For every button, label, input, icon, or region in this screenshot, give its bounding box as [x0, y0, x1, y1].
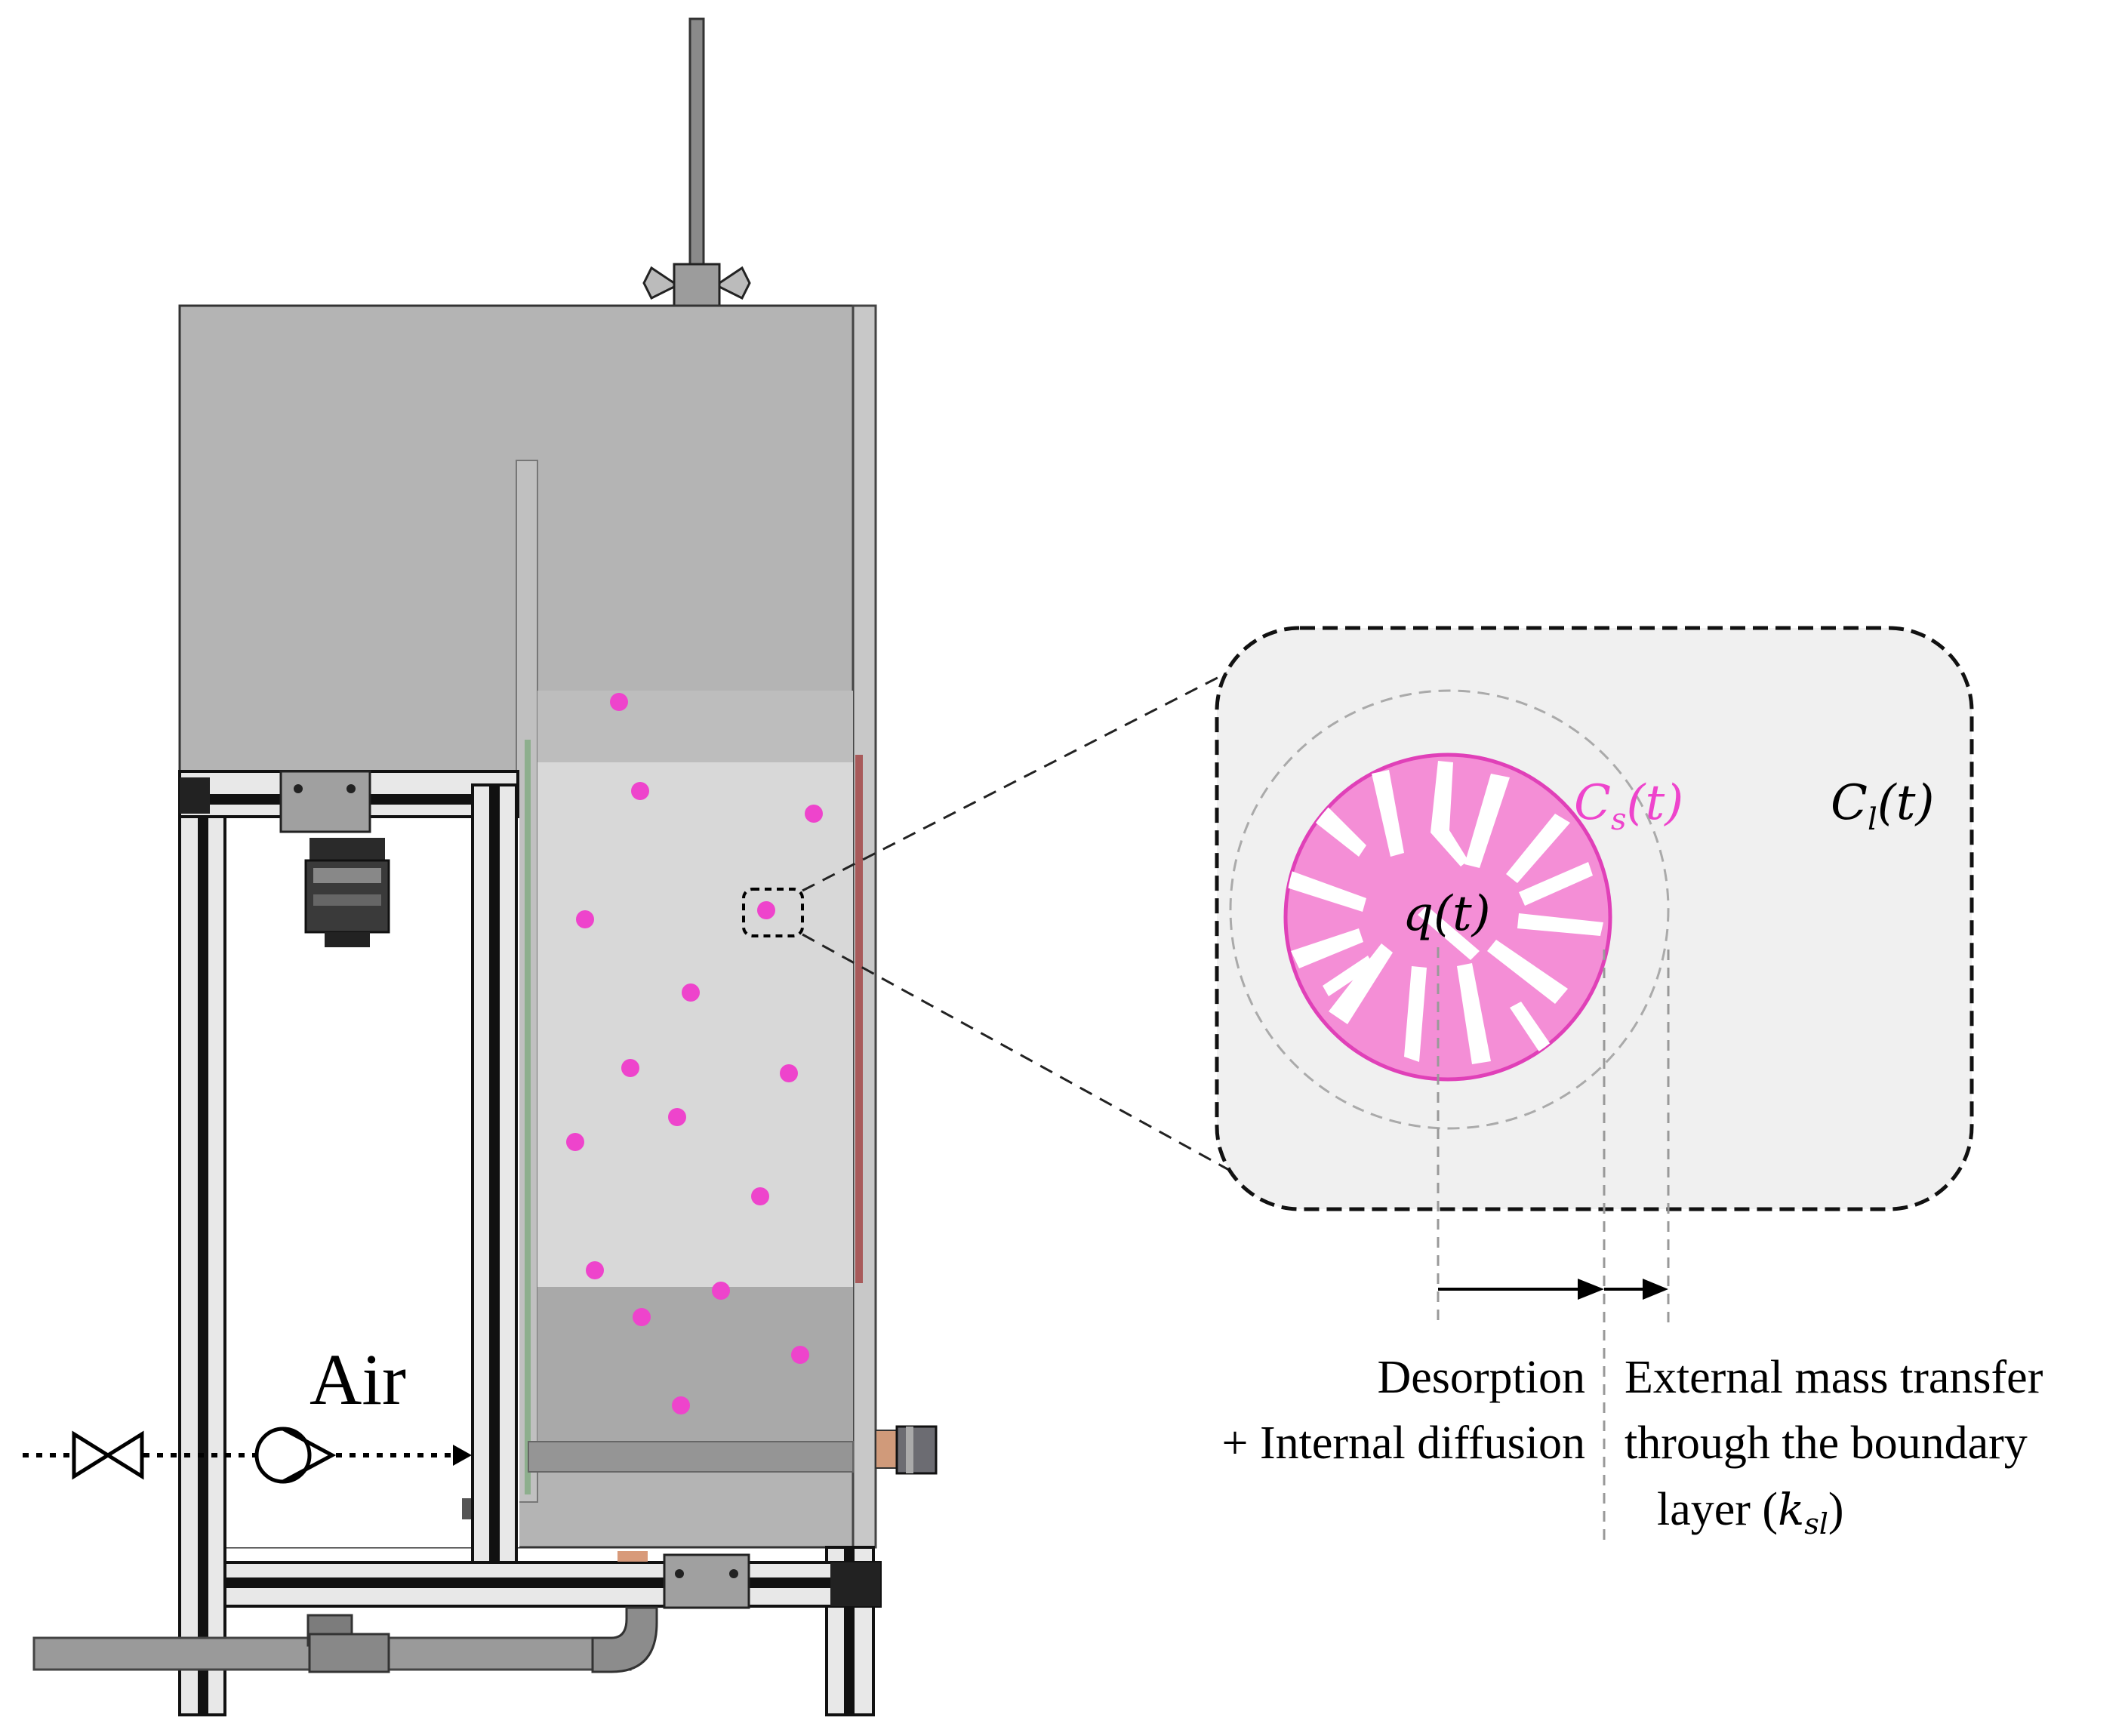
valve-icon: [72, 1430, 144, 1480]
zoom-line-top: [802, 666, 1237, 892]
particle-icon: [576, 910, 594, 928]
clamp-icon: [642, 263, 751, 326]
adsorbed-amount-label: q(t): [1403, 886, 1491, 942]
apparatus: Air: [23, 17, 938, 1716]
external-transfer-arrow: [1604, 1279, 1668, 1300]
zoom-panel: Cs(t) Cl(t) q(t): [1215, 626, 1974, 1211]
boundary-layer-circle: [1229, 689, 1670, 1130]
air-label: Air: [310, 1339, 406, 1420]
desorption-label-line1: Desorption: [1377, 1352, 1585, 1403]
desorption-label-line2: + Internal diffusion: [1222, 1417, 1586, 1469]
particle-icon: [805, 805, 823, 823]
particle-icon: [621, 1059, 639, 1077]
outlet-fitting-icon: [875, 1425, 938, 1475]
pore-network: [1286, 761, 1603, 1064]
particle-icon: [757, 901, 775, 919]
sensor-icon: [304, 838, 390, 947]
air-supply-pipe: [32, 1606, 658, 1673]
particle-icon: [682, 983, 700, 1002]
air-flow-line: [23, 1427, 472, 1484]
particle-icon: [712, 1282, 730, 1300]
external-label-line1: External mass transfer: [1625, 1352, 2043, 1403]
particle-icon: [566, 1133, 584, 1151]
solid-concentration-label: Cs(t): [1574, 775, 1683, 837]
flow-arrow-icon: [453, 1445, 472, 1466]
desorption-arrow: [1438, 1279, 1604, 1300]
particle-icon: [780, 1064, 798, 1082]
frame-post-left: [178, 815, 226, 1716]
riser-tube: [516, 460, 538, 1503]
external-label-line3: layer (ksl): [1657, 1484, 1844, 1541]
check-valve-icon: [254, 1427, 337, 1484]
particle-icon: [633, 1308, 651, 1326]
frame-beam-bottom: [223, 1553, 882, 1609]
mounting-plate: [279, 770, 371, 833]
particle-icon: [791, 1346, 809, 1364]
external-label-line2: through the boundary: [1625, 1417, 2028, 1469]
water-region: [537, 762, 853, 1287]
particle-icon: [631, 782, 649, 800]
adsorbent-particle: [1283, 753, 1612, 1082]
particle-icon: [668, 1108, 686, 1126]
particles: [566, 693, 823, 1414]
particle-icon: [751, 1187, 769, 1205]
particle-icon: [610, 693, 628, 711]
probe-rod: [688, 17, 705, 277]
particle-icon: [672, 1396, 690, 1414]
frame-post-inner: [471, 783, 518, 1564]
liquid-concentration-label: Cl(t): [1831, 775, 1934, 837]
zoom-line-bottom: [802, 933, 1230, 1171]
particle-icon: [586, 1261, 604, 1279]
